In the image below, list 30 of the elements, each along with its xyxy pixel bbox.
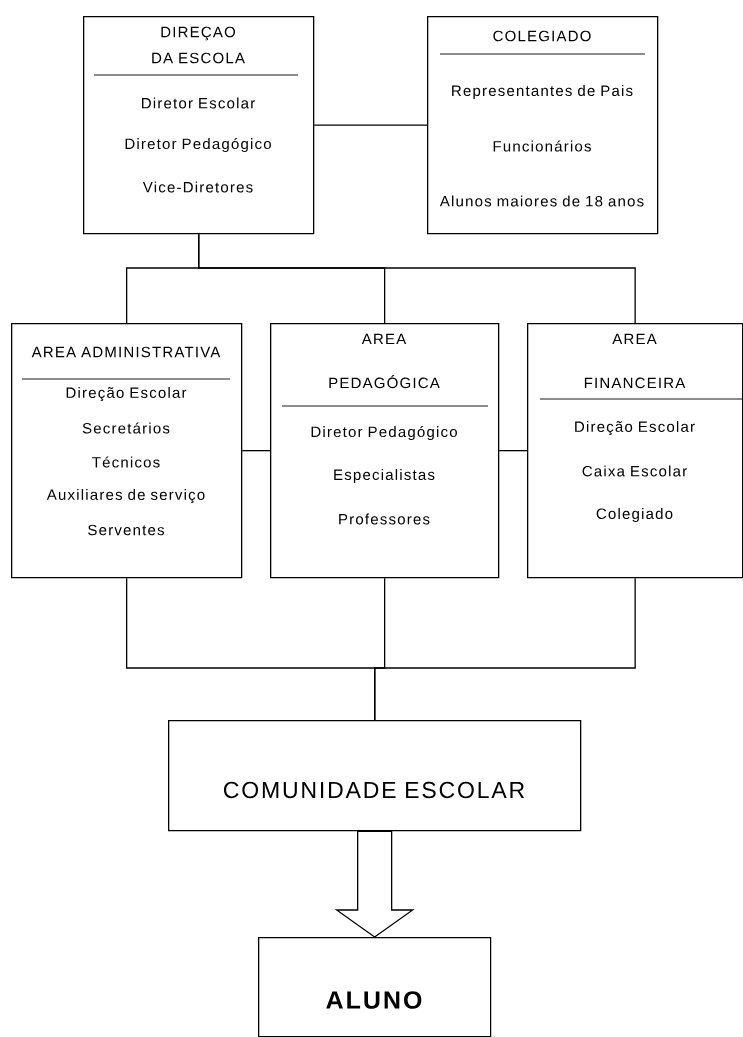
connector-line — [241, 450, 271, 452]
heading-text: AREA PEDAGÓGICA — [329, 333, 440, 389]
member-text: Serventes — [88, 524, 164, 536]
heading-text: AREA FINANCEIRA — [584, 333, 686, 389]
connector-line — [498, 450, 528, 452]
member-text: Alunos maiores de 18 anos — [439, 195, 644, 207]
member-text: Representantes de Pais — [452, 85, 633, 99]
box-title: ALUNO — [326, 991, 422, 1009]
member-text: Colegiado — [596, 508, 673, 522]
member-text: Caixa Escolar — [582, 465, 687, 477]
member-text: Diretor Pedagógico — [125, 137, 271, 153]
block-arrow — [334, 830, 415, 938]
member-text: Professores — [339, 513, 430, 525]
member-text: Técnicos — [92, 456, 160, 468]
heading-text: DIREÇAO DA ESCOLA — [152, 26, 245, 64]
member-text: Especialistas — [334, 469, 435, 483]
connector-line — [198, 233, 636, 324]
connector-line — [313, 124, 428, 126]
heading-text: COLEGIADO — [493, 30, 591, 42]
connector-line — [374, 577, 636, 721]
heading-text: AREA ADMINISTRATIVA — [31, 346, 221, 358]
member-text: Diretor Escolar — [142, 97, 255, 109]
member-text: Vice-Diretores — [142, 181, 253, 193]
member-text: Diretor Pedagógico — [311, 425, 457, 441]
box-title: COMUNIDADE ESCOLAR — [224, 781, 525, 799]
member-text: Funcionários — [493, 140, 591, 152]
member-text: Secretários — [82, 422, 170, 434]
member-text: Auxiliares de serviço — [46, 489, 205, 504]
member-text: Direção Escolar — [66, 387, 187, 402]
member-text: Direção Escolar — [575, 421, 695, 436]
